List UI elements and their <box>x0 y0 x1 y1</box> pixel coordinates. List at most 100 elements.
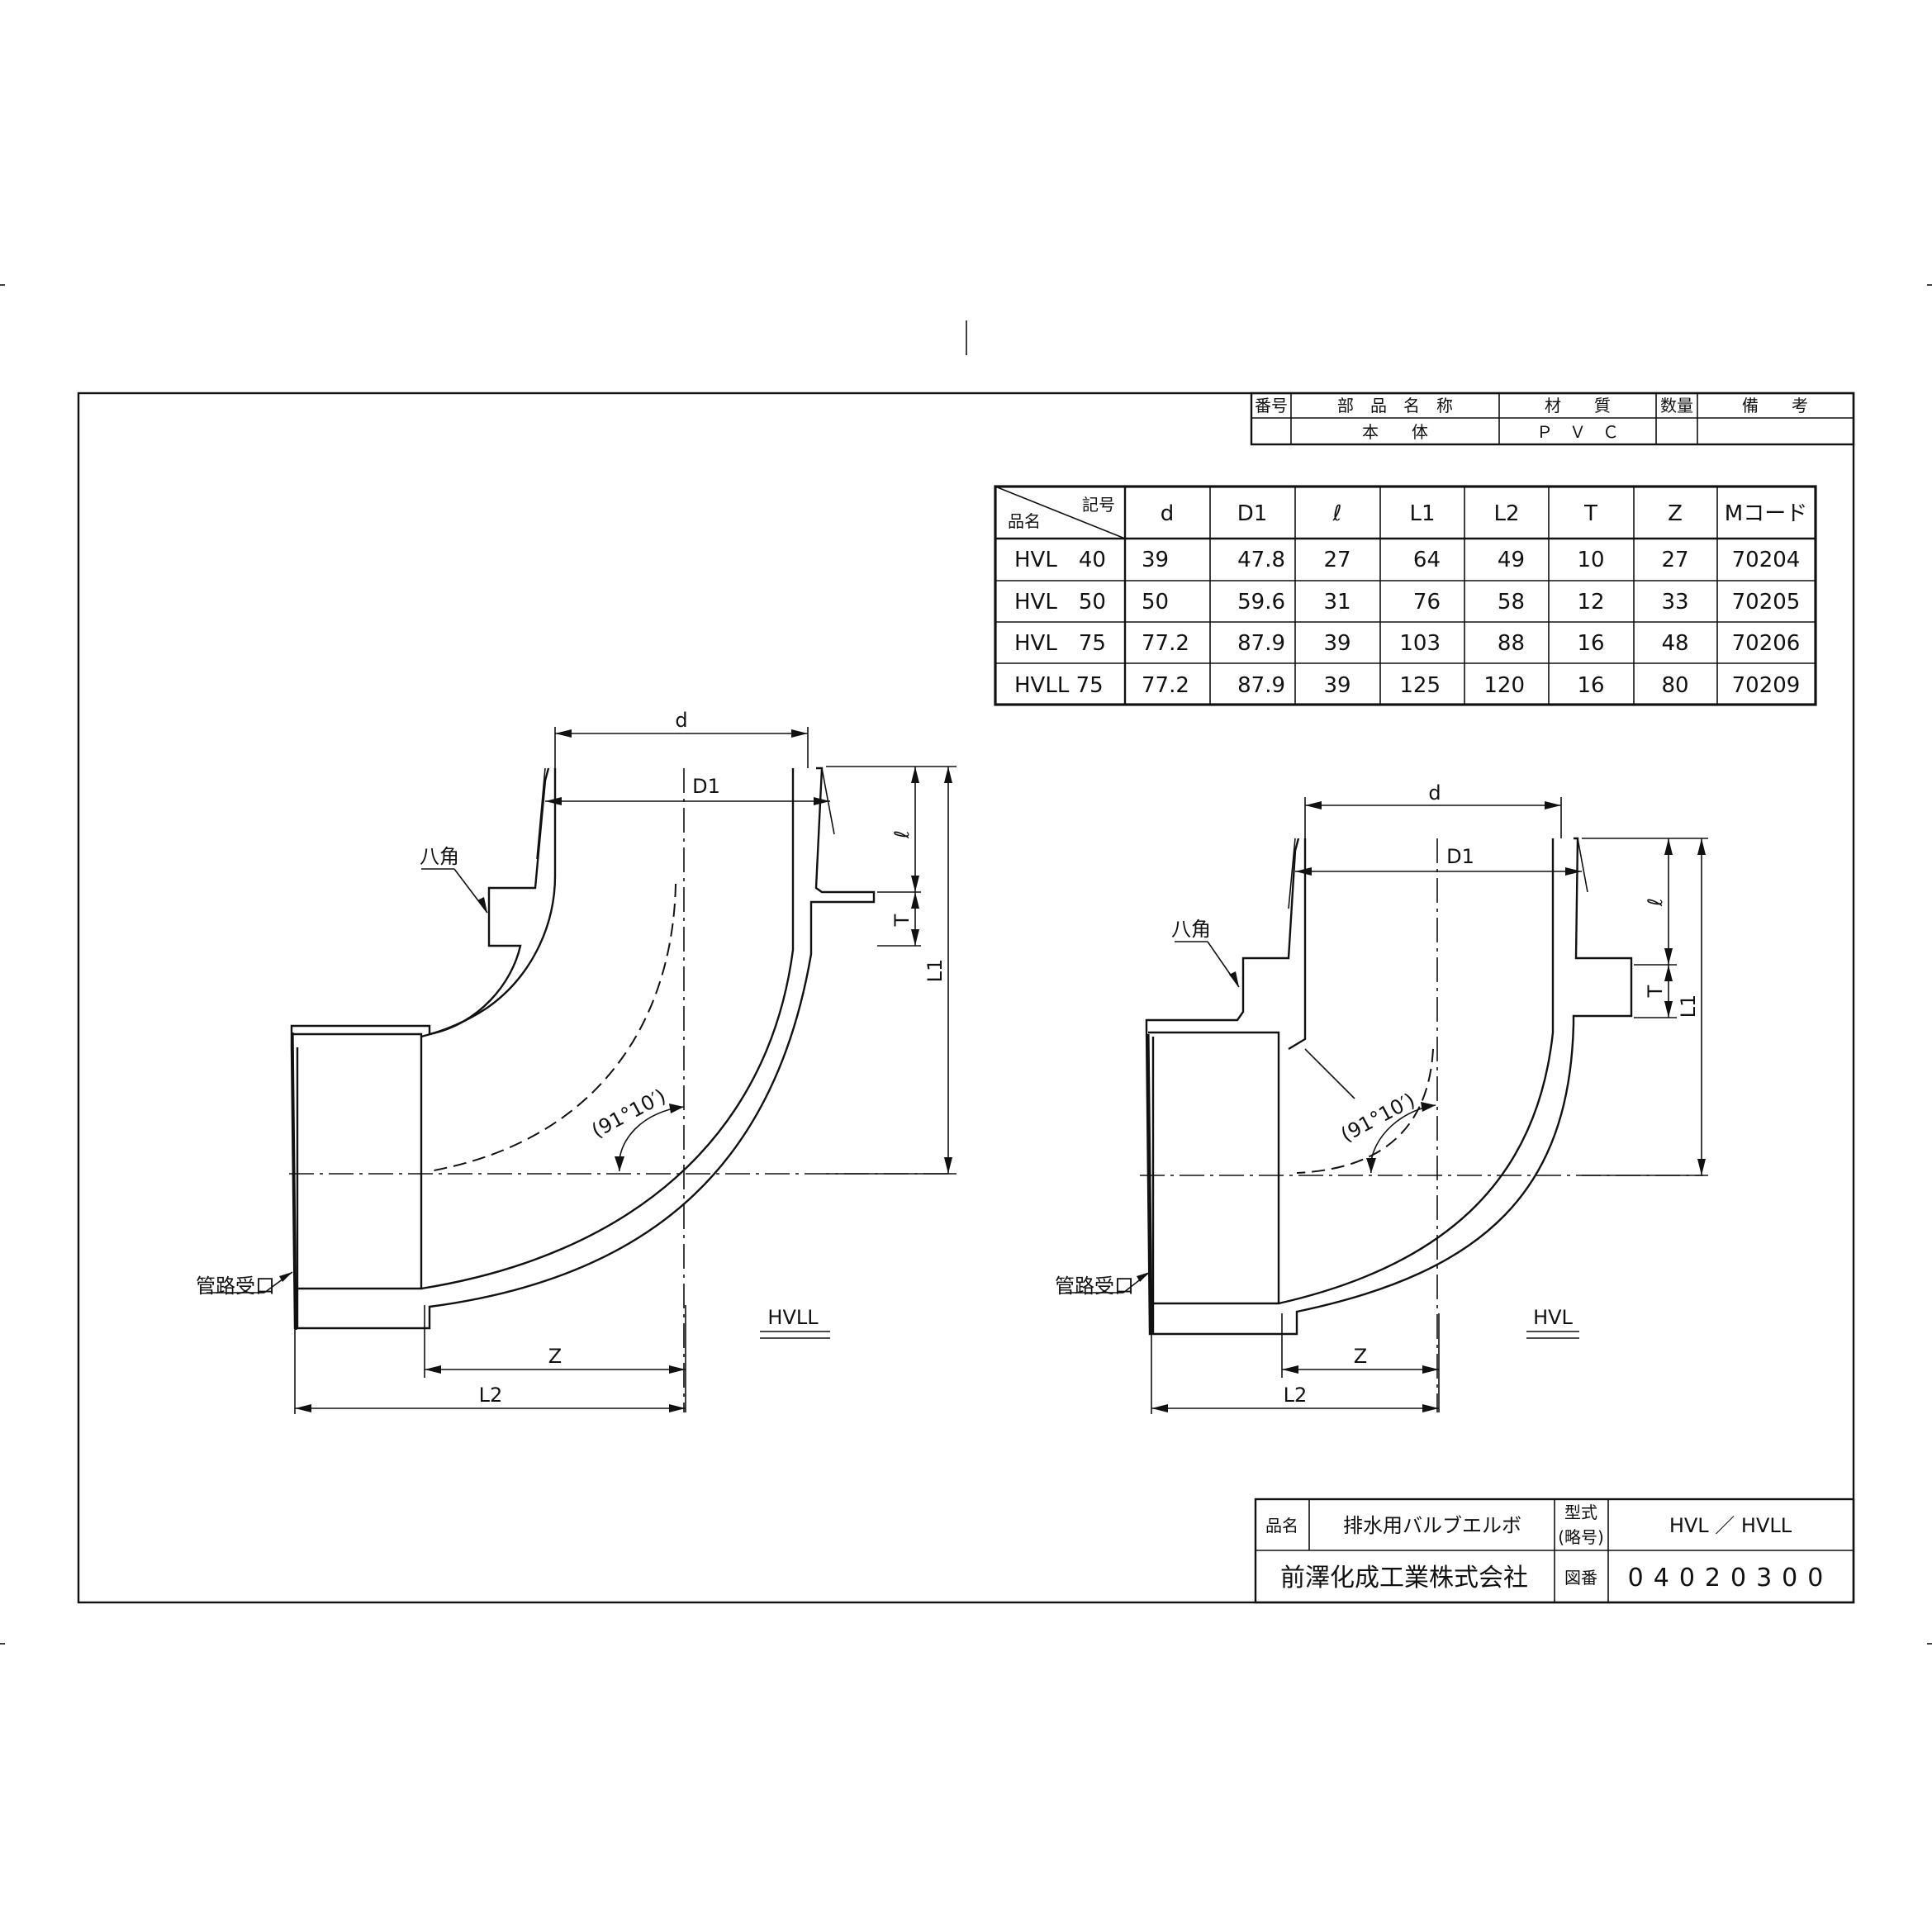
dim-cell: 49 <box>1498 548 1525 572</box>
dim-cell: 87.9 <box>1237 673 1285 698</box>
tb-type-value: HVL ／ HVLL <box>1669 1514 1792 1537</box>
dim-cell: 76 <box>1413 590 1441 615</box>
dim-cell: 47.8 <box>1237 548 1285 572</box>
dim-cell: 31 <box>1323 590 1351 615</box>
dim-cell: HVL 75 <box>1014 631 1106 656</box>
left-octagon-label: 八角 <box>420 845 459 868</box>
dim-cell: 103 <box>1399 631 1441 656</box>
parts-cell-material: Ｐ Ｖ Ｃ <box>1536 422 1619 442</box>
elbow-outline <box>290 767 876 1330</box>
dim-cell: 70206 <box>1732 631 1801 656</box>
dim-cell: 77.2 <box>1142 673 1189 698</box>
tb-name-value: 排水用バルブエルボ <box>1343 1514 1521 1537</box>
left-dim-Z: Z <box>548 1345 562 1368</box>
tb-drawing-no-label: 図番 <box>1564 1568 1597 1588</box>
dim-header-mcode: Mコード <box>1725 501 1807 526</box>
elbow-outline <box>1145 837 1633 1336</box>
right-dim-L2: L2 <box>1284 1384 1308 1407</box>
dim-table-corner-symbol: 記号 <box>1082 495 1115 515</box>
dim-cell: 120 <box>1483 673 1525 698</box>
right-angle-label: (91°10′) <box>1337 1089 1419 1146</box>
right-socket-label: 管路受口 <box>1055 1275 1134 1298</box>
parts-table: 番号 部 品 名 称 材 質 数量 備 考 本 体 Ｐ Ｖ Ｃ <box>1250 392 1855 446</box>
parts-header-remarks: 備 考 <box>1742 396 1808 415</box>
elbow-inner-bore <box>420 768 795 1290</box>
right-octagon-label: 八角 <box>1171 918 1211 941</box>
dim-cell: 80 <box>1661 673 1688 698</box>
left-dim-l: ℓ <box>890 830 914 839</box>
socket-lip <box>291 1032 297 1331</box>
dim-cell: 33 <box>1661 590 1688 615</box>
hidden-arc <box>1296 1048 1434 1174</box>
dimension-table: 記号 品名 d D1 ℓ L1 L2 T Z Mコード HVL 40 39 47… <box>994 485 1817 706</box>
tb-company: 前澤化成工業株式会社 <box>1280 1564 1528 1593</box>
left-view-title: HVLL <box>767 1306 819 1329</box>
right-dim-Z: Z <box>1354 1345 1367 1368</box>
parts-header-no: 番号 <box>1255 396 1288 415</box>
dim-cell: 27 <box>1661 548 1688 572</box>
dim-cell: HVLL 75 <box>1014 673 1104 698</box>
dim-cell: 77.2 <box>1142 631 1189 656</box>
dim-header-d: d <box>1161 501 1175 526</box>
dim-cell: 10 <box>1577 548 1604 572</box>
socket-lip <box>1146 1033 1153 1335</box>
tb-type-label: 型式 <box>1564 1502 1597 1522</box>
dim-header-Z: Z <box>1668 501 1683 526</box>
dim-cell: 12 <box>1577 590 1604 615</box>
dim-cell: 48 <box>1661 631 1688 656</box>
dim-cell: 70205 <box>1732 590 1801 615</box>
dim-cell: 50 <box>1142 590 1169 615</box>
hidden-arc <box>429 883 676 1172</box>
right-dim-D1: D1 <box>1446 845 1474 868</box>
dim-header-L2: L2 <box>1493 501 1519 526</box>
dim-cell: HVL 50 <box>1014 590 1106 615</box>
elbow-inner-bore <box>1278 838 1555 1305</box>
left-socket-label: 管路受口 <box>196 1275 275 1298</box>
title-block: 品名 排水用バルブエルボ 型式 (略号) HVL ／ HVLL 前澤化成工業株式… <box>1254 1498 1855 1604</box>
dim-cell: 16 <box>1577 673 1604 698</box>
parts-header-name: 部 品 名 称 <box>1337 396 1453 415</box>
drawing-frame <box>77 392 1855 1604</box>
tb-type-abbr-label: (略号) <box>1558 1527 1604 1547</box>
dim-cell: 125 <box>1399 673 1441 698</box>
right-dim-T: T <box>1644 985 1667 998</box>
left-dim-d: d <box>675 709 687 732</box>
dim-header-L1: L1 <box>1409 501 1435 526</box>
dim-header-D1: D1 <box>1237 501 1268 526</box>
dim-cell: 39 <box>1323 631 1351 656</box>
dim-cell: 58 <box>1498 590 1525 615</box>
dim-cell: HVL 40 <box>1014 548 1106 572</box>
left-dim-L1: L1 <box>923 959 947 983</box>
socket-wall <box>1148 1031 1280 1334</box>
parts-header-qty: 数量 <box>1660 396 1693 415</box>
crop-marks <box>0 284 1932 1645</box>
dim-cell: 70209 <box>1732 673 1801 698</box>
left-dim-D1: D1 <box>692 775 720 798</box>
right-dim-L1: L1 <box>1677 994 1700 1018</box>
dim-cell: 59.6 <box>1237 590 1285 615</box>
left-view-hvll: d D1 ℓ T L1 Z L2 <box>196 709 957 1414</box>
right-view-hvl: d D1 ℓ T L1 Z L2 <box>1055 781 1708 1414</box>
right-view-title: HVL <box>1533 1306 1573 1329</box>
parts-cell-name: 本 体 <box>1362 422 1428 442</box>
dim-cell: 87.9 <box>1237 631 1285 656</box>
dim-cell: 88 <box>1498 631 1525 656</box>
tb-drawing-no: 04020300 <box>1628 1564 1834 1593</box>
dim-header-T: T <box>1583 501 1597 526</box>
right-dim-l: ℓ <box>1644 898 1667 907</box>
left-dim-L2: L2 <box>479 1384 503 1407</box>
dim-table-corner-product: 品名 <box>1008 511 1041 531</box>
parts-header-material: 材 質 <box>1545 396 1611 415</box>
dim-cell: 39 <box>1323 673 1351 698</box>
tb-name-label: 品名 <box>1265 1516 1298 1536</box>
right-dim-d: d <box>1428 781 1441 805</box>
dim-cell: 27 <box>1323 548 1351 572</box>
dim-cell: 16 <box>1577 631 1604 656</box>
dim-header-l: ℓ <box>1332 501 1342 526</box>
dim-cell: 70204 <box>1732 548 1801 572</box>
dim-cell: 39 <box>1142 548 1169 572</box>
dim-cell: 64 <box>1413 548 1441 572</box>
socket-wall <box>292 1032 423 1328</box>
left-dim-T: T <box>890 914 914 927</box>
